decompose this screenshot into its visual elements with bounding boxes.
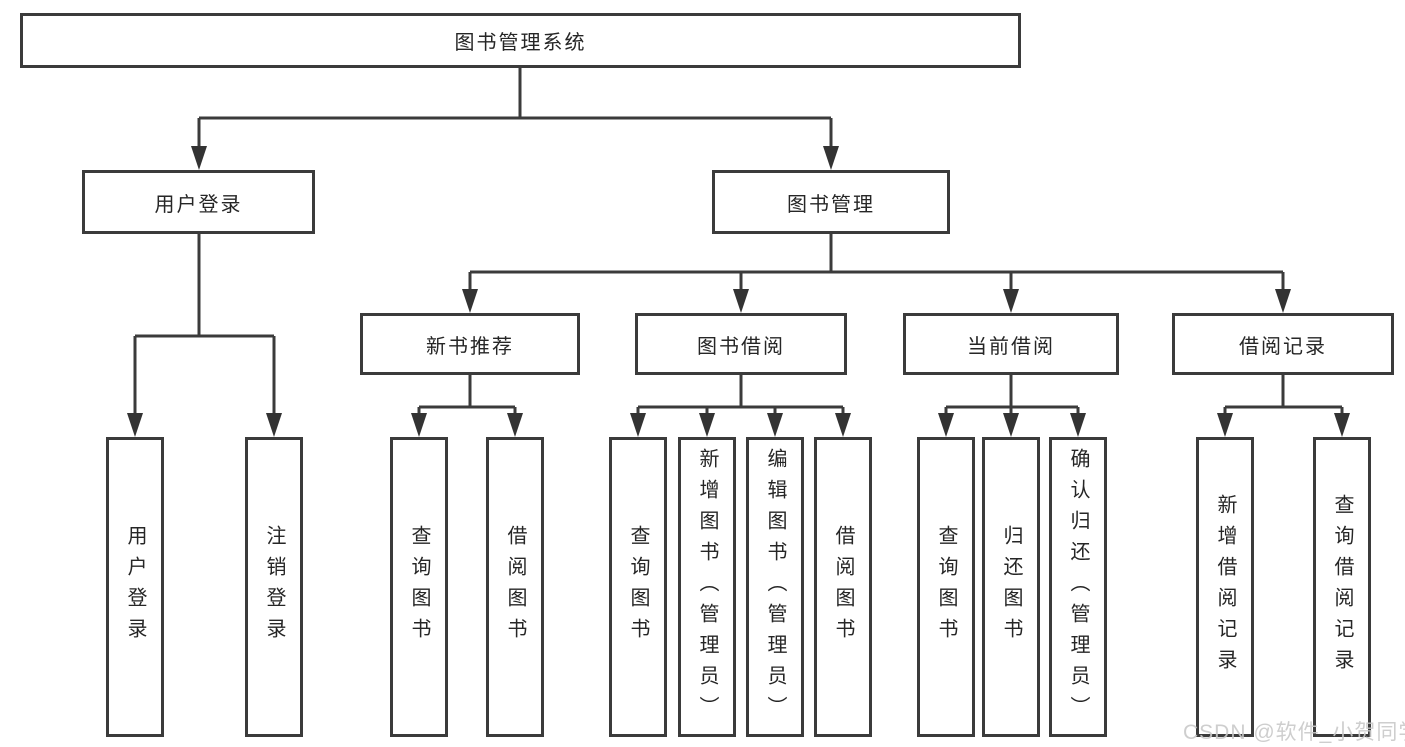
- arrowhead-icon: [1275, 289, 1291, 313]
- arrowhead-icon: [266, 413, 282, 437]
- arrowhead-icon: [191, 146, 207, 170]
- wire-borrow-records-children: [1217, 375, 1350, 437]
- node-label: 确认归还（管理员）: [1067, 447, 1089, 727]
- wire-book-mgmt-to-level3: [462, 234, 1291, 313]
- arrowhead-icon: [1003, 289, 1019, 313]
- arrowhead-icon: [1217, 413, 1233, 437]
- node-book-mgmt: 图书管理: [712, 170, 950, 234]
- node-leaf-query-books-current: 查询图书: [917, 437, 975, 737]
- arrowhead-icon: [462, 289, 478, 313]
- node-label: 查询图书: [408, 525, 430, 649]
- arrowhead-icon: [1070, 413, 1086, 437]
- node-new-book-rec: 新书推荐: [360, 313, 580, 375]
- node-leaf-return-book: 归还图书: [982, 437, 1040, 737]
- node-leaf-query-books-borrow: 查询图书: [609, 437, 667, 737]
- wire-user-login-children: [127, 234, 282, 437]
- node-label: 借阅图书: [832, 525, 854, 649]
- arrowhead-icon: [938, 413, 954, 437]
- wire-new-book-rec-children: [411, 375, 523, 437]
- node-label: 注销登录: [263, 525, 285, 649]
- arrowhead-icon: [127, 413, 143, 437]
- node-book-borrow: 图书借阅: [635, 313, 847, 375]
- node-leaf-edit-book-admin: 编辑图书（管理员）: [746, 437, 804, 737]
- node-current-borrow: 当前借阅: [903, 313, 1119, 375]
- arrowhead-icon: [823, 146, 839, 170]
- arrowhead-icon: [630, 413, 646, 437]
- wire-root-to-level2: [191, 68, 839, 170]
- node-leaf-query-borrow-record: 查询借阅记录: [1313, 437, 1371, 737]
- node-label: 新增借阅记录: [1214, 494, 1236, 680]
- node-label: 查询图书: [627, 525, 649, 649]
- node-leaf-query-books-rec: 查询图书: [390, 437, 448, 737]
- arrowhead-icon: [699, 413, 715, 437]
- node-label: 用户登录: [124, 525, 146, 649]
- node-leaf-confirm-return-admin: 确认归还（管理员）: [1049, 437, 1107, 737]
- wire-book-borrow-children: [630, 375, 851, 437]
- arrowhead-icon: [1003, 413, 1019, 437]
- node-leaf-borrow-books-rec: 借阅图书: [486, 437, 544, 737]
- node-label: 查询图书: [935, 525, 957, 649]
- node-root: 图书管理系统: [20, 13, 1021, 68]
- node-leaf-borrow-books: 借阅图书: [814, 437, 872, 737]
- arrowhead-icon: [507, 413, 523, 437]
- arrowhead-icon: [767, 413, 783, 437]
- node-leaf-user-login: 用户登录: [106, 437, 164, 737]
- node-label: 查询借阅记录: [1331, 494, 1353, 680]
- wire-current-borrow-children: [938, 375, 1086, 437]
- node-label: 借阅图书: [504, 525, 526, 649]
- node-label: 新增图书（管理员）: [696, 447, 718, 727]
- node-user-login: 用户登录: [82, 170, 315, 234]
- arrowhead-icon: [835, 413, 851, 437]
- node-leaf-logout: 注销登录: [245, 437, 303, 737]
- node-leaf-add-book-admin: 新增图书（管理员）: [678, 437, 736, 737]
- csdn-watermark: CSDN @软件_小贺同学: [1183, 721, 1405, 744]
- arrowhead-icon: [733, 289, 749, 313]
- node-leaf-add-borrow-record: 新增借阅记录: [1196, 437, 1254, 737]
- node-label: 归还图书: [1000, 525, 1022, 649]
- node-borrow-records: 借阅记录: [1172, 313, 1394, 375]
- arrowhead-icon: [411, 413, 427, 437]
- arrowhead-icon: [1334, 413, 1350, 437]
- node-label: 编辑图书（管理员）: [764, 447, 786, 727]
